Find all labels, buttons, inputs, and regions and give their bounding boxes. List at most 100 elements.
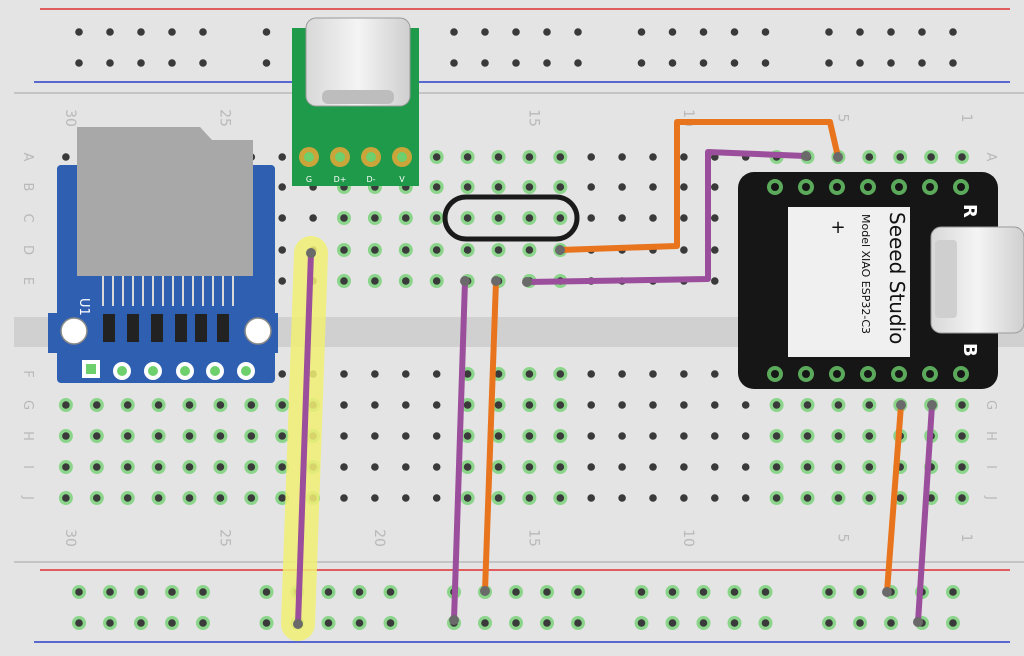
rail-hole xyxy=(262,59,271,67)
rail-hole xyxy=(450,28,458,36)
usb-breakout-pads xyxy=(299,147,412,167)
rail-hole xyxy=(887,28,895,36)
hole xyxy=(432,401,441,409)
hole xyxy=(244,398,259,412)
hole xyxy=(340,401,348,409)
rail-hole xyxy=(196,585,210,599)
rail-hole xyxy=(918,59,926,67)
hole xyxy=(649,153,657,161)
xiao-pin xyxy=(829,179,845,195)
hole xyxy=(680,246,688,254)
hole xyxy=(120,491,135,505)
column-number-bottom: 10 xyxy=(680,529,696,547)
rail-hole xyxy=(165,585,179,599)
xiao-brand: Seeed Studio xyxy=(885,212,909,344)
hole xyxy=(553,491,568,505)
jumper-bridge-ring xyxy=(442,194,580,242)
hole xyxy=(862,491,877,505)
rail-hole xyxy=(262,28,271,36)
usb-pin-label-dplus: D+ xyxy=(334,175,347,184)
rail-hole xyxy=(199,28,207,36)
rail-hole xyxy=(509,585,523,599)
rail-hole xyxy=(321,585,336,599)
row-letter-right: G xyxy=(983,400,998,410)
hole xyxy=(182,429,197,443)
rail-hole xyxy=(106,59,114,67)
hole xyxy=(58,491,73,505)
hole xyxy=(491,211,506,225)
hole xyxy=(460,491,475,505)
hole xyxy=(371,370,379,378)
rail-hole xyxy=(75,59,83,67)
sd-mount-hole-left xyxy=(60,317,88,345)
rail-hole xyxy=(668,59,677,67)
hole xyxy=(741,463,750,471)
rail-hole xyxy=(822,585,836,599)
hole xyxy=(340,432,348,440)
rail-hole xyxy=(509,616,523,630)
hole xyxy=(275,460,290,474)
rail-hole xyxy=(822,616,836,630)
hole xyxy=(955,429,969,443)
rail-hole xyxy=(168,59,176,67)
rail-hole xyxy=(383,585,398,599)
rail-hole xyxy=(481,59,489,67)
hole xyxy=(862,150,877,164)
hole xyxy=(460,150,475,164)
xiao-pin xyxy=(860,366,876,382)
hole xyxy=(680,432,688,440)
rail-hole xyxy=(574,28,582,36)
wire-ends xyxy=(293,151,937,629)
hole xyxy=(244,429,259,443)
hole xyxy=(831,398,846,412)
rail-hole xyxy=(512,28,520,36)
hole xyxy=(893,150,908,164)
rail-hole xyxy=(540,585,554,599)
hole xyxy=(460,243,475,257)
rail-hole xyxy=(137,59,145,67)
hole xyxy=(522,367,537,381)
hole xyxy=(680,494,688,502)
hole xyxy=(151,460,166,474)
hole xyxy=(58,460,73,474)
hole xyxy=(522,243,537,257)
xiao-pin xyxy=(767,179,783,195)
hole xyxy=(398,243,413,257)
row-letter-left: C xyxy=(20,213,35,222)
row-letter-left: A xyxy=(20,153,35,162)
hole xyxy=(711,277,719,285)
hole xyxy=(278,153,287,161)
hole xyxy=(680,401,688,409)
rail-hole xyxy=(727,585,742,599)
hole xyxy=(432,432,441,440)
sd-card-module: U1 xyxy=(48,127,278,383)
hole xyxy=(367,243,382,257)
rail-hole xyxy=(668,28,677,36)
hole xyxy=(337,274,351,288)
rail-hole xyxy=(259,616,274,630)
rail-hole xyxy=(637,28,646,36)
hole xyxy=(587,153,595,161)
rail-hole xyxy=(543,59,551,67)
rail-hole xyxy=(134,616,148,630)
rail-hole xyxy=(887,59,895,67)
hole xyxy=(402,432,410,440)
hole xyxy=(58,398,73,412)
rail-hole xyxy=(918,28,926,36)
rail-hole xyxy=(856,28,864,36)
hole xyxy=(680,463,688,471)
hole xyxy=(89,398,104,412)
rail-hole xyxy=(696,585,711,599)
hole xyxy=(278,370,287,378)
hole xyxy=(618,214,626,222)
rail-hole xyxy=(512,59,520,67)
rail-hole xyxy=(352,616,367,630)
hole xyxy=(769,460,784,474)
rail-hole xyxy=(825,59,833,67)
hole xyxy=(955,150,969,164)
hole xyxy=(278,277,287,285)
hole xyxy=(680,370,688,378)
xiao-pin xyxy=(953,179,969,195)
hole xyxy=(62,153,70,161)
hole xyxy=(711,401,719,409)
